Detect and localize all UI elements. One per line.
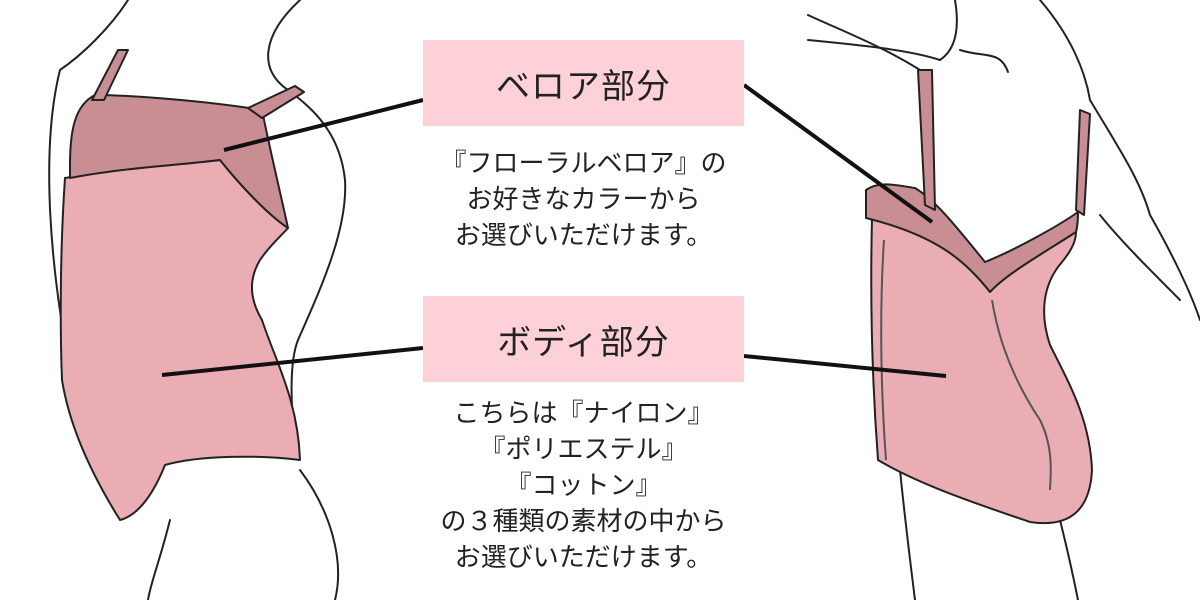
velour-leader-left: [223, 98, 424, 152]
left-leotard: [59, 49, 305, 521]
body-leader-right: [743, 354, 947, 378]
right-leotard: [865, 69, 1093, 525]
right-leotard-seam: [991, 299, 1052, 491]
right-leotard-seam-2: [880, 239, 887, 461]
velour-description-line: 『フローラルベロア』の: [440, 149, 727, 179]
body-description-line: 『ポリエステル』: [479, 435, 688, 465]
velour-description-line: お選びいただけます。: [454, 221, 713, 251]
body-description: こちらは『ナイロン』 『ポリエステル』 『コットン』 の３種類の素材の中から お…: [383, 396, 784, 576]
body-description-line: 『コットン』: [505, 471, 662, 501]
right-figure-shoulder-outline: [959, 49, 1009, 73]
right-figure-arm-outline: [1099, 214, 1181, 301]
body-section-label: ボディ部分: [423, 296, 744, 382]
right-figure-head-outline: [807, 0, 958, 61]
velour-leader-right: [742, 83, 934, 224]
right-figure-back-outline: [807, 14, 921, 71]
velour-description: 『フローラルベロア』の お好きなカラーから お選びいただけます。: [383, 146, 784, 254]
body-description-line: お選びいただけます。: [454, 543, 713, 573]
right-figure-leg-outline-2: [1059, 519, 1079, 600]
body-description-line: の３種類の素材の中から: [440, 507, 727, 537]
right-leotard-strap-right: [1075, 109, 1091, 216]
velour-section-label: ベロア部分: [423, 40, 744, 126]
right-figure-neck-outline: [1039, 0, 1200, 321]
left-figure-leg-outline-2: [147, 519, 171, 600]
left-figure-head-outline: [59, 0, 129, 71]
body-description-line: こちらは『ナイロン』: [453, 399, 714, 429]
left-leotard-strap-back: [247, 85, 305, 119]
left-leotard-body-fabric: [59, 159, 301, 521]
right-leotard-strap-left: [917, 69, 936, 211]
left-leotard-strap-front: [91, 49, 129, 101]
right-figure: [807, 0, 1200, 600]
velour-description-line: お好きなカラーから: [466, 185, 701, 215]
body-leader-left: [161, 346, 424, 377]
right-figure-leg-outline: [899, 469, 916, 600]
left-figure-shoulder-outline: [267, 0, 347, 441]
left-figure-leg-outline: [299, 469, 339, 600]
